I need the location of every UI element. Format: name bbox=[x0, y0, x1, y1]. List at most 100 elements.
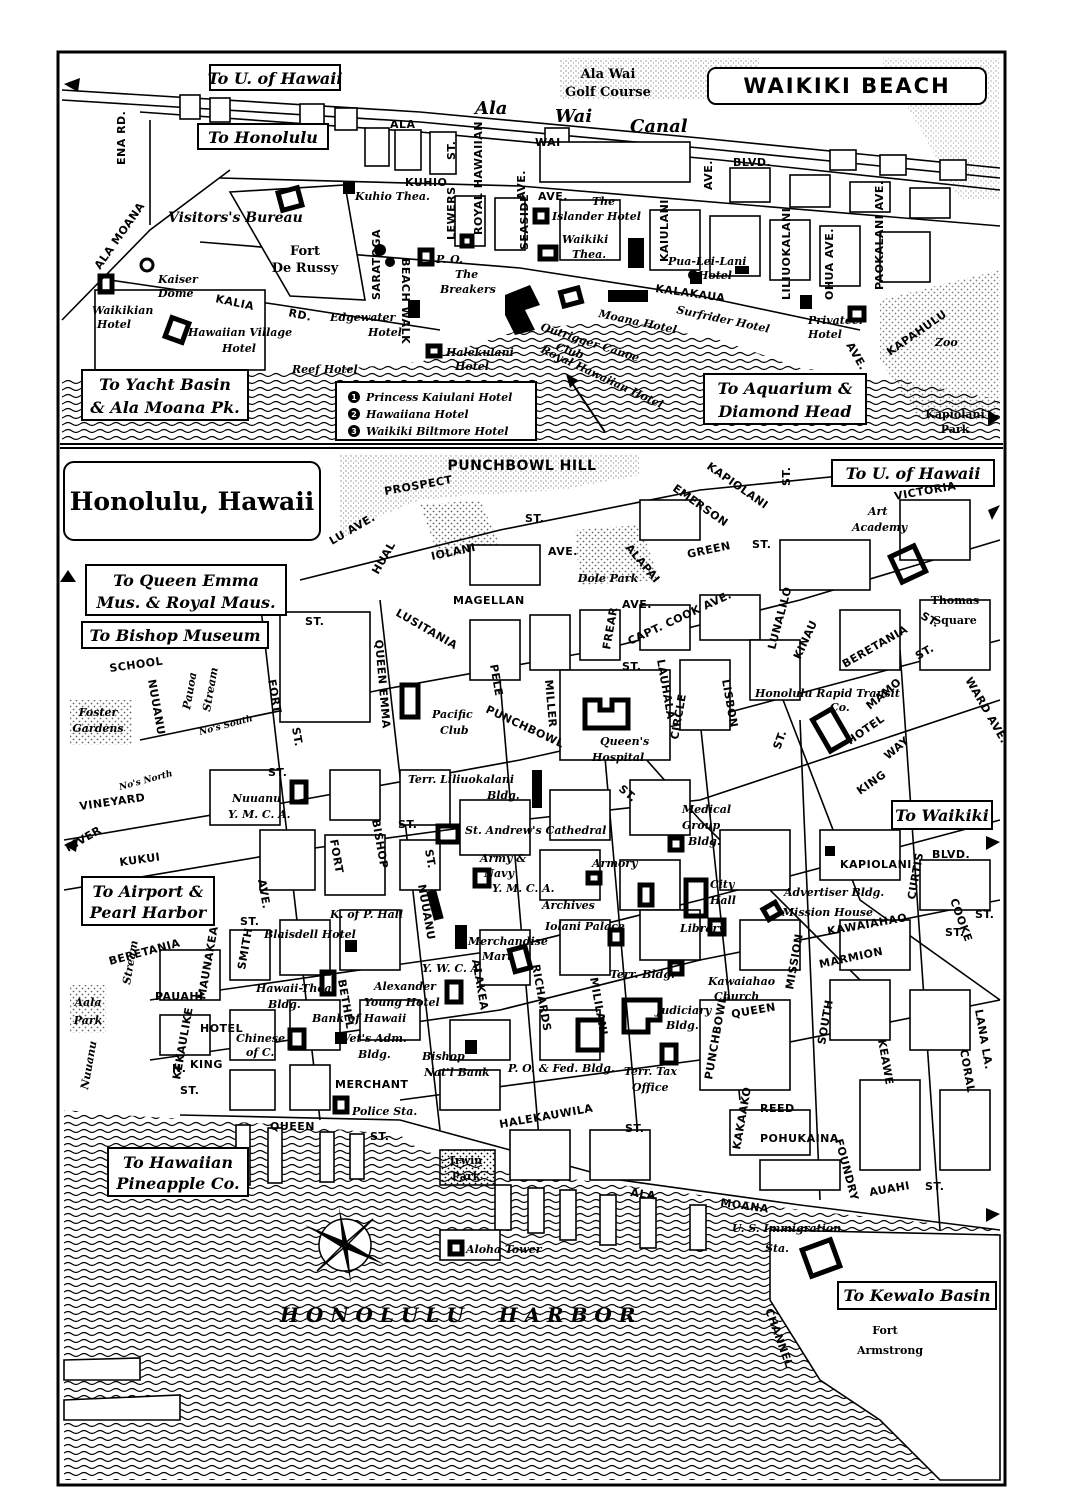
dest-pineapple[interactable]: To Hawaiian Pineapple Co. bbox=[107, 1147, 249, 1197]
svg-text:P. O. & Fed. Bldg.: P. O. & Fed. Bldg. bbox=[507, 1062, 615, 1075]
svg-text:OHUA AVE.: OHUA AVE. bbox=[823, 228, 836, 300]
svg-text:Foster: Foster bbox=[78, 706, 119, 719]
svg-text:City: City bbox=[710, 878, 736, 891]
svg-text:P. O.: P. O. bbox=[435, 253, 463, 266]
svg-text:Office: Office bbox=[632, 1081, 669, 1094]
dest-waikiki[interactable]: To Waikiki bbox=[891, 800, 993, 830]
svg-text:Army &: Army & bbox=[479, 852, 526, 865]
svg-text:Pacific: Pacific bbox=[431, 708, 473, 721]
dest-waikiki-u-hawaii[interactable]: To U. of Hawaii bbox=[208, 64, 343, 91]
waikiki-title: WAIKIKI BEACH bbox=[743, 74, 950, 98]
svg-text:AVE.: AVE. bbox=[548, 545, 578, 558]
svg-text:NUUANU: NUUANU bbox=[145, 678, 168, 736]
map-frame bbox=[56, 50, 1007, 1487]
compass-rose-icon bbox=[305, 1207, 385, 1283]
svg-text:Stream: Stream bbox=[200, 666, 221, 712]
svg-text:LUSITANIA: LUSITANIA bbox=[394, 606, 460, 652]
svg-text:KAPIOLANI: KAPIOLANI bbox=[704, 460, 770, 512]
canal-label-2: Wai bbox=[555, 106, 592, 127]
svg-text:Chinese: Chinese bbox=[236, 1032, 285, 1045]
svg-text:LANA LA.: LANA LA. bbox=[972, 1008, 995, 1070]
svg-text:PAUAHI: PAUAHI bbox=[155, 990, 204, 1003]
svg-text:FORT: FORT bbox=[327, 838, 346, 874]
svg-text:Privateer: Privateer bbox=[807, 314, 866, 327]
honolulu-blocks bbox=[159, 499, 991, 1191]
svg-text:Nat'l Bank: Nat'l Bank bbox=[423, 1066, 490, 1079]
svg-text:St. Andrew's Cathedral: St. Andrew's Cathedral bbox=[465, 824, 606, 837]
svg-text:ALA: ALA bbox=[390, 118, 416, 131]
svg-text:Young Hotel: Young Hotel bbox=[364, 996, 440, 1009]
svg-text:Bldg.: Bldg. bbox=[687, 835, 721, 848]
svg-text:To Waikiki: To Waikiki bbox=[895, 806, 989, 825]
dest-aquarium[interactable]: To Aquarium & Diamond Head bbox=[703, 373, 867, 425]
dole-park-area bbox=[575, 525, 660, 585]
svg-text:Kawaiahao: Kawaiahao bbox=[707, 975, 775, 988]
svg-text:K. of P. Hall: K. of P. Hall bbox=[329, 908, 403, 921]
svg-text:Diamond Head: Diamond Head bbox=[717, 402, 851, 421]
kapiolani-park-label-2: Park bbox=[941, 423, 970, 436]
svg-text:Nuuanu: Nuuanu bbox=[78, 1040, 100, 1092]
honolulu-buildings bbox=[287, 542, 930, 1280]
svg-text:AVE.: AVE. bbox=[255, 878, 273, 910]
svg-text:Alexander: Alexander bbox=[373, 980, 437, 993]
svg-text:Kaiser: Kaiser bbox=[157, 273, 199, 286]
waikiki-inset: WAIKIKI BEACH To U. of Hawaii To Honolul… bbox=[61, 58, 1001, 441]
golf-course-label-1: Ala Wai bbox=[580, 67, 636, 82]
dest-airport[interactable]: To Airport & Pearl Harbor bbox=[81, 876, 215, 926]
svg-text:HOTEL: HOTEL bbox=[844, 712, 887, 747]
svg-text:KING: KING bbox=[854, 768, 888, 797]
dest-waikiki-honolulu[interactable]: To Honolulu bbox=[197, 123, 329, 150]
svg-text:ST.: ST. bbox=[945, 926, 964, 939]
svg-text:Kuhio Thea.: Kuhio Thea. bbox=[354, 190, 430, 203]
svg-text:Halekulani: Halekulani bbox=[445, 346, 514, 359]
dest-honolulu-u-hawaii[interactable]: To U. of Hawaii bbox=[831, 459, 995, 487]
svg-text:MERCHANT: MERCHANT bbox=[335, 1078, 408, 1091]
dest-queen-emma[interactable]: To Queen Emma Mus. & Royal Maus. bbox=[85, 564, 287, 616]
svg-text:Aala: Aala bbox=[74, 996, 102, 1009]
svg-text:Pauoa: Pauoa bbox=[180, 671, 200, 711]
svg-text:Navy: Navy bbox=[483, 867, 516, 880]
svg-text:Bishop: Bishop bbox=[421, 1050, 465, 1063]
honolulu-title: Honolulu, Hawaii bbox=[70, 487, 314, 516]
svg-text:Armstrong: Armstrong bbox=[856, 1344, 923, 1357]
dest-kewalo[interactable]: To Kewalo Basin bbox=[837, 1281, 997, 1310]
svg-text:Visitors's Bureau: Visitors's Bureau bbox=[168, 210, 303, 226]
svg-text:Hawaiiana Hotel: Hawaiiana Hotel bbox=[365, 408, 469, 421]
svg-text:ST.: ST. bbox=[771, 728, 790, 751]
svg-text:Bldg.: Bldg. bbox=[357, 1048, 391, 1061]
svg-text:ST.: ST. bbox=[780, 467, 793, 486]
svg-text:No's South: No's South bbox=[197, 714, 254, 738]
svg-text:SEASIDE: SEASIDE bbox=[518, 194, 531, 250]
svg-text:KAIULANI: KAIULANI bbox=[658, 199, 671, 262]
svg-text:POHUKAINA: POHUKAINA bbox=[760, 1132, 839, 1145]
zoo-label: Zoo bbox=[934, 336, 958, 349]
svg-text:Archives: Archives bbox=[541, 899, 595, 912]
svg-text:SARATOGA: SARATOGA bbox=[370, 229, 383, 300]
dest-bishop-museum[interactable]: To Bishop Museum bbox=[81, 621, 269, 649]
svg-text:AVE.: AVE. bbox=[702, 160, 715, 190]
waikiki-title-box bbox=[707, 67, 987, 105]
honolulu-place-labels: Art Academy Pacific Club Queen's Hospita… bbox=[228, 505, 909, 1256]
svg-text:To Kewalo Basin: To Kewalo Basin bbox=[843, 1286, 990, 1305]
svg-text:HUAL: HUAL bbox=[369, 539, 398, 576]
svg-text:The: The bbox=[455, 268, 478, 281]
waikiki-buildings bbox=[97, 182, 867, 359]
svg-text:HALEKAUWILA: HALEKAUWILA bbox=[498, 1102, 594, 1131]
golf-course-label-2: Golf Course bbox=[565, 85, 651, 100]
dest-yacht-basin[interactable]: To Yacht Basin & Ala Moana Pk. bbox=[81, 369, 249, 421]
svg-text:Thomas: Thomas bbox=[931, 594, 979, 607]
svg-text:Church: Church bbox=[714, 990, 759, 1003]
svg-text:Nuuanu: Nuuanu bbox=[231, 792, 281, 805]
svg-text:To Yacht Basin: To Yacht Basin bbox=[99, 375, 231, 394]
svg-text:Pua-Lei-Lani: Pua-Lei-Lani bbox=[667, 255, 746, 268]
svg-text:of C.: of C. bbox=[246, 1046, 274, 1059]
svg-text:Advertiser Bldg.: Advertiser Bldg. bbox=[783, 886, 884, 899]
svg-text:Hotel: Hotel bbox=[697, 269, 732, 282]
svg-text:To Hawaiian: To Hawaiian bbox=[123, 1153, 233, 1172]
irwin-park-block bbox=[439, 1149, 496, 1186]
svg-text:ENA RD.: ENA RD. bbox=[115, 111, 128, 165]
svg-text:Mission House: Mission House bbox=[781, 906, 873, 919]
svg-text:ST.: ST. bbox=[370, 1130, 389, 1143]
svg-text:ROYAL HAWAIIAN: ROYAL HAWAIIAN bbox=[472, 121, 485, 235]
svg-text:REED: REED bbox=[760, 1102, 795, 1115]
